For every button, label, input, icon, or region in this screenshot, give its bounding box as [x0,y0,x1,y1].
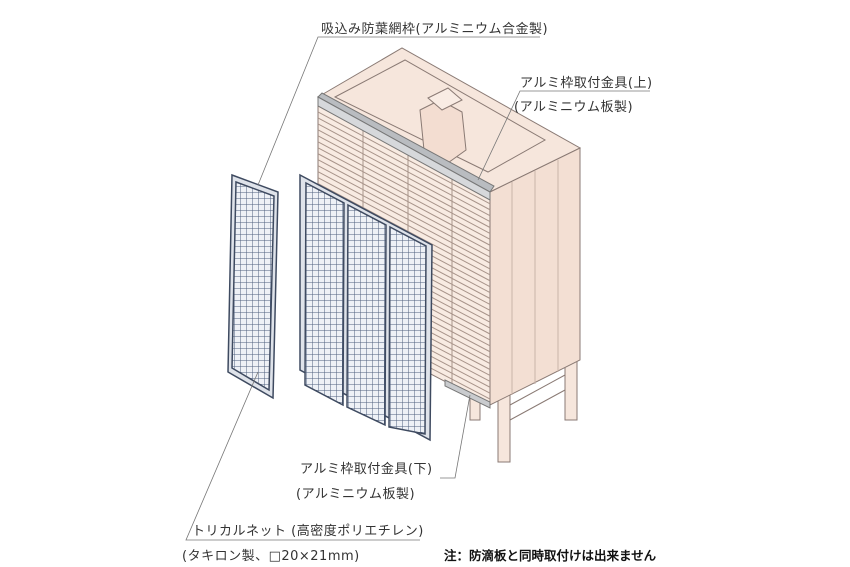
leader-lines [185,36,650,541]
label-bracket-upper: アルミ枠取付金具(上) [520,76,653,91]
label-bracket-upper-material: (アルミニウム板製) [514,100,634,115]
installation-note: 注：防滴板と同時取付けは出来ません [444,548,657,563]
intake-mesh-panel-small [227,173,279,400]
leader-net [185,371,420,541]
louver-slat [317,183,491,276]
mesh-section [304,181,345,407]
louver-slat [317,159,491,252]
mesh-section [231,180,275,392]
cabinet-side-seams [511,160,559,395]
louver-slat [317,153,491,246]
louver-slat [317,171,491,264]
louver-slat [317,141,491,234]
louver-slat [317,147,491,240]
louver-slat [317,111,491,205]
fan-motor [419,87,467,166]
louver-slat [317,177,491,270]
louver-slat [317,129,491,223]
louver-slat [317,117,491,211]
intake-mesh-panel-large [299,173,433,442]
upper-bracket-face [317,96,491,201]
leader-bracket-upper [477,90,650,181]
label-bracket-lower: アルミ枠取付金具(下) [300,462,433,477]
mesh-section [388,225,427,435]
louver-slat [317,135,491,228]
louver-slat [317,165,491,258]
label-net: トリカルネット (高密度ポリエチレン) [192,524,424,539]
louver-slat [317,123,491,217]
leader-bracket-lower [440,394,471,479]
label-net-material: (タキロン製、□20×21mm) [182,549,360,564]
label-bracket-lower-material: (アルミニウム板製) [296,487,416,502]
leader-intake-frame [257,36,540,186]
lower-bracket [444,379,491,409]
mesh-section [346,203,387,427]
label-intake-frame: 吸込み防葉網枠(アルミニウム合金製) [321,22,549,37]
